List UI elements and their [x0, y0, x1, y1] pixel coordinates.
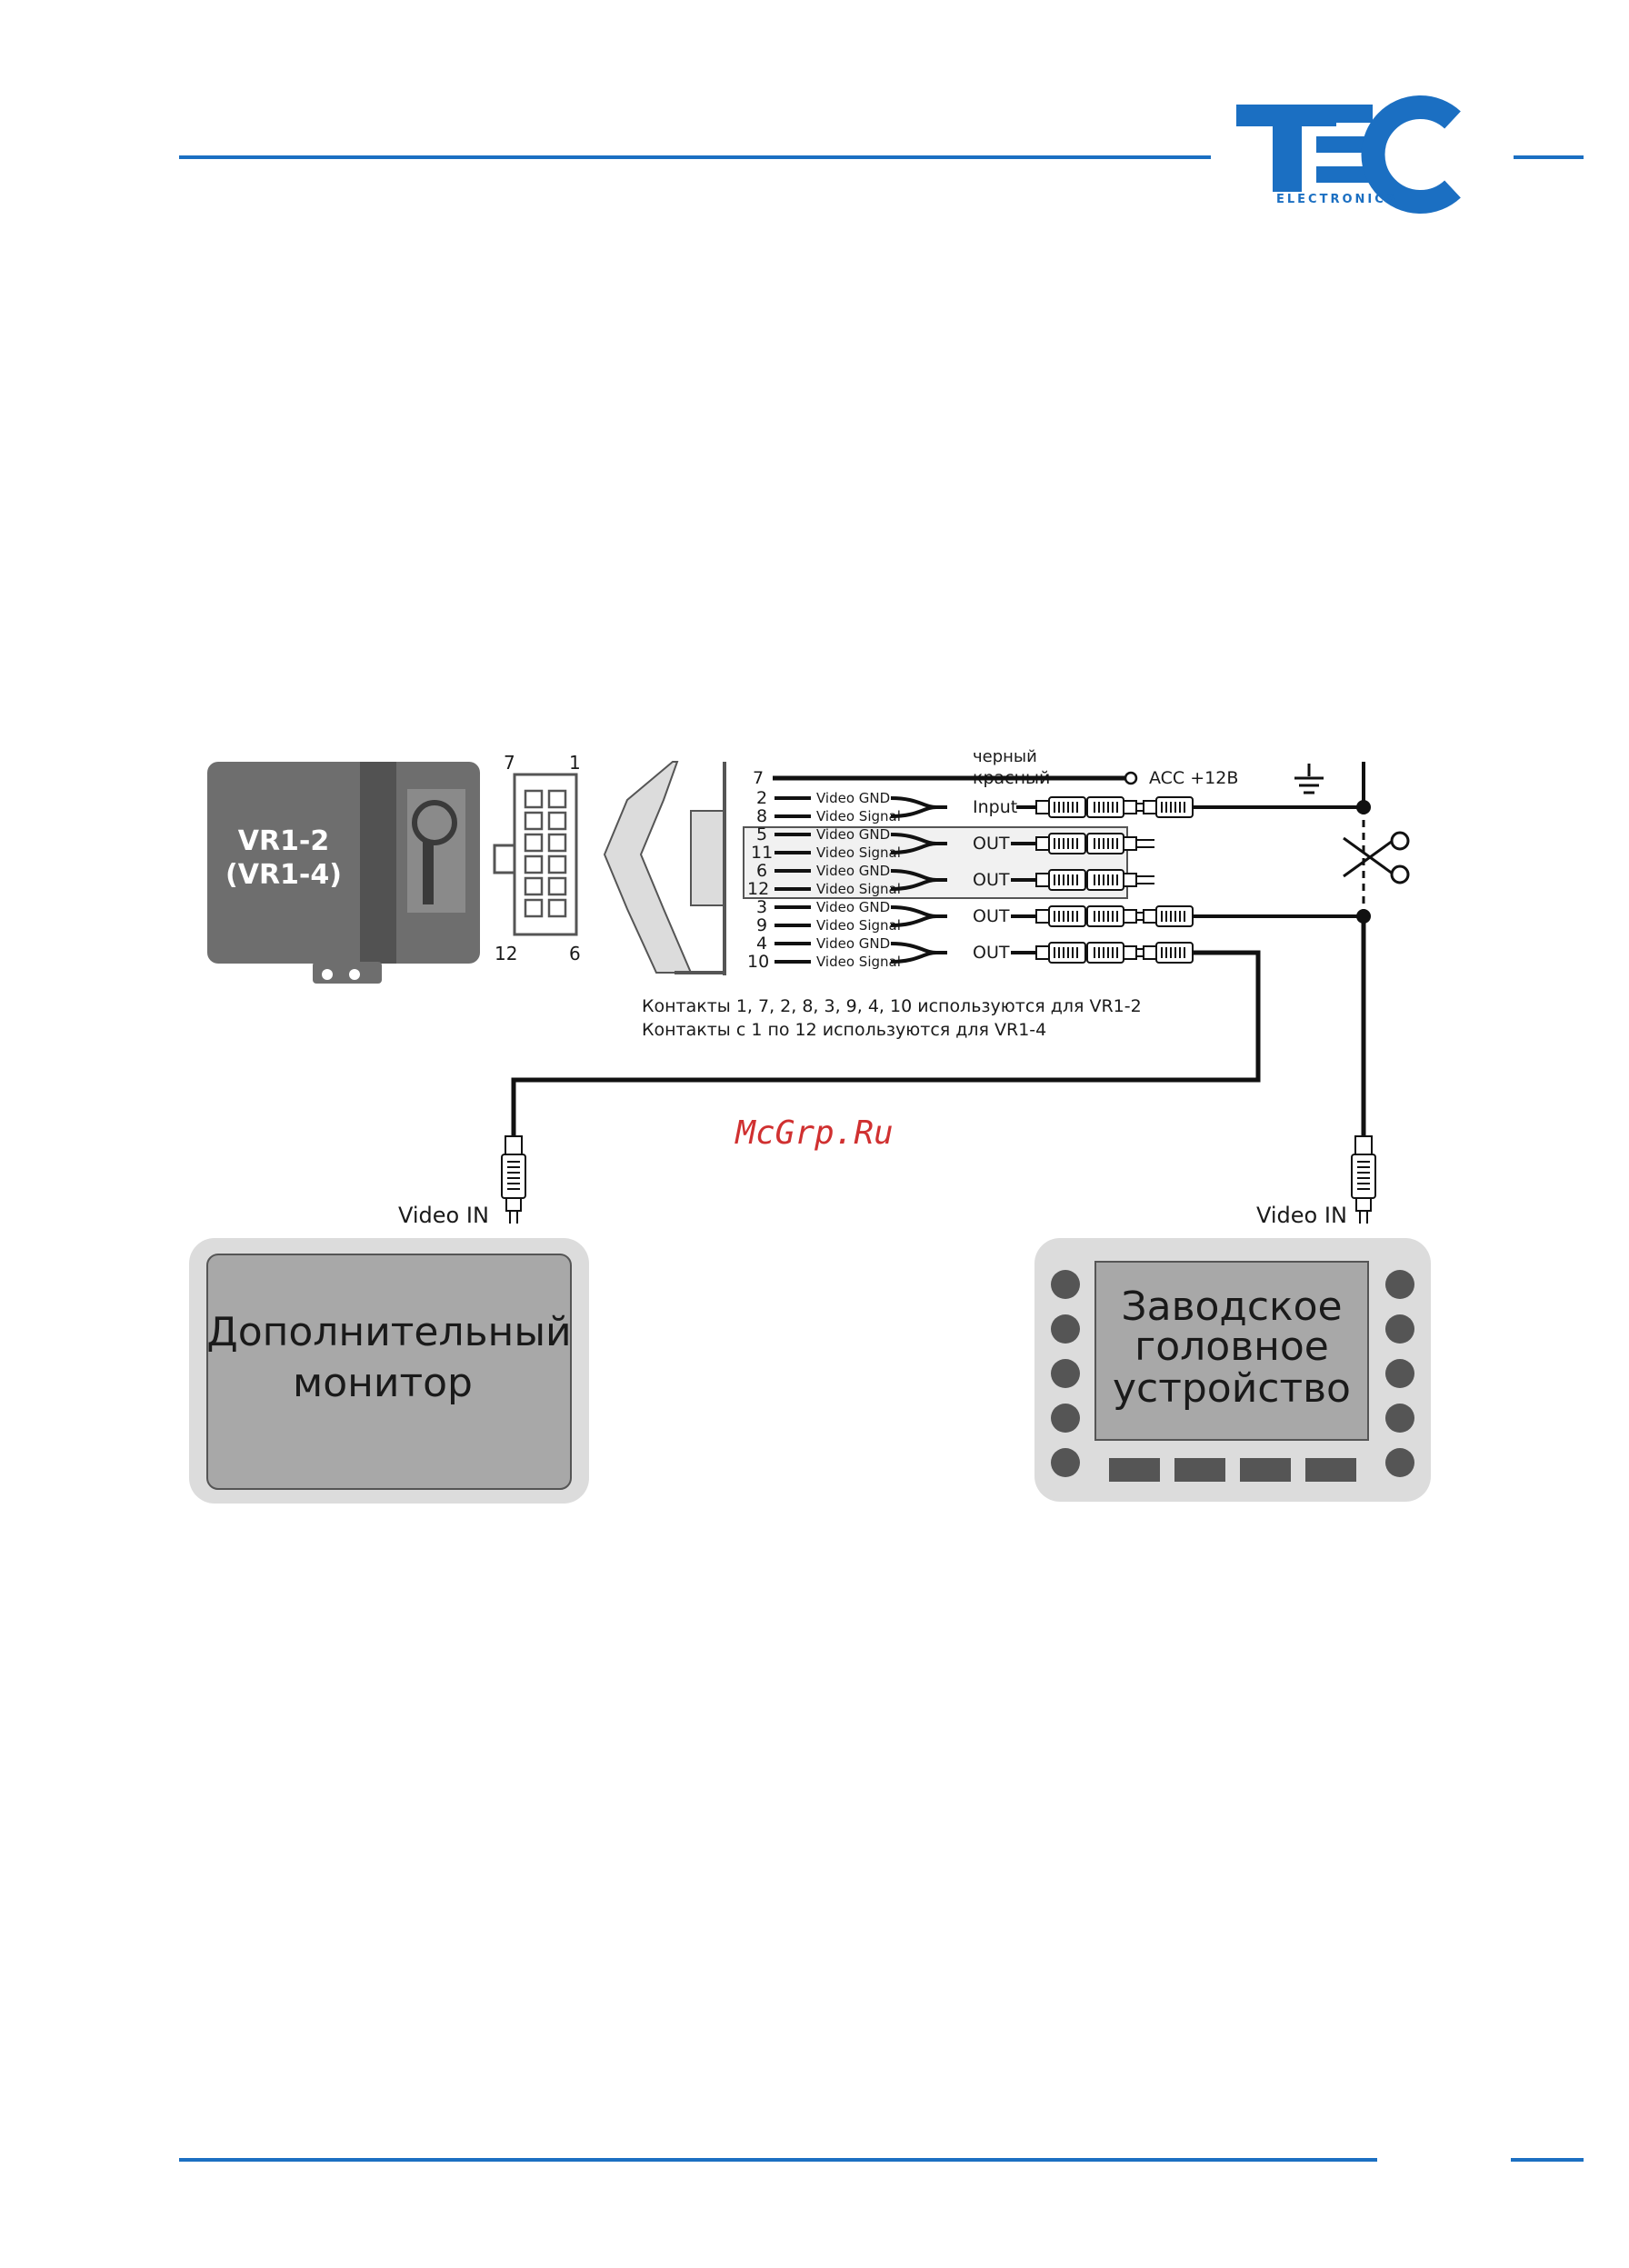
svg-text:Video GND: Video GND: [816, 863, 890, 879]
svg-text:3: 3: [756, 897, 767, 917]
wire-row-2-8: 2 8 Video GND Video Signal Input: [756, 788, 1364, 826]
svg-text:10: 10: [747, 952, 769, 972]
svg-text:2: 2: [756, 788, 767, 808]
vr-module: VR1-2 (VR1-4): [207, 762, 480, 984]
svg-text:4: 4: [756, 934, 767, 954]
module-connector: 7 1 12 6: [493, 752, 581, 964]
factory-head-unit: Заводское головное устройство: [1034, 1238, 1431, 1502]
pin-label-7: 7: [504, 752, 515, 774]
pin-numbers: черный 7 красный ACC +12B 2 8 Video GND …: [511, 747, 1364, 1136]
svg-text:12: 12: [747, 879, 769, 899]
svg-text:OUT: OUT: [973, 834, 1010, 854]
head-unit-line1: Заводское: [1121, 1284, 1342, 1330]
module-alt-name: (VR1-4): [225, 859, 342, 891]
svg-text:Video Signal: Video Signal: [816, 917, 901, 934]
svg-text:Video GND: Video GND: [816, 935, 890, 952]
module-name: VR1-2: [238, 825, 330, 857]
svg-text:8: 8: [756, 806, 767, 826]
left-video-plug: [501, 1135, 526, 1224]
pin-7: 7: [753, 768, 764, 788]
wire-row-6-12: 6 12 Video GND Video Signal OUT: [747, 861, 1155, 899]
pin-label-12: 12: [495, 943, 517, 964]
port-input: Input: [973, 797, 1017, 817]
pin-label-6: 6: [569, 943, 581, 964]
wire-row-3-9: 3 9 Video GND Video Signal OUT: [756, 897, 1364, 935]
svg-text:9: 9: [756, 915, 767, 935]
svg-text:OUT: OUT: [973, 943, 1010, 963]
additional-monitor: Дополнительный монитор: [189, 1238, 589, 1504]
scissors-icon: [1343, 831, 1410, 884]
svg-text:Video Signal: Video Signal: [816, 881, 901, 897]
monitor-name-line2: монитор: [293, 1360, 473, 1406]
head-unit-line3: устройство: [1113, 1365, 1351, 1412]
svg-text:5: 5: [756, 824, 767, 844]
svg-text:OUT: OUT: [973, 870, 1010, 890]
ground-icon: [1294, 764, 1324, 794]
note-vr1-2: Контакты 1, 7, 2, 8, 3, 9, 4, 10 использ…: [642, 996, 1142, 1016]
tec-logo: ELECTRONICS: [1236, 95, 1461, 214]
wire-row-5-11: 5 11 Video GND Video Signal OUT: [751, 824, 1155, 863]
svg-text:Video Signal: Video Signal: [816, 954, 901, 970]
svg-text:OUT: OUT: [973, 906, 1010, 926]
wire-harness: [603, 761, 726, 975]
svg-text:11: 11: [751, 843, 773, 863]
note-vr1-4: Контакты с 1 по 12 используются для VR1-…: [642, 1020, 1046, 1040]
svg-text:Video Signal: Video Signal: [816, 808, 901, 824]
svg-text:Video Signal: Video Signal: [816, 844, 901, 861]
head-unit-line2: головное: [1134, 1324, 1329, 1370]
watermark: McGrp.Ru: [734, 1114, 893, 1152]
wire-row-4-10: 4 10 Video GND Video Signal OUT: [511, 934, 1261, 1136]
right-video-in-label: Video IN: [1256, 1203, 1347, 1228]
pin-label-1: 1: [569, 752, 581, 774]
svg-text:Video GND: Video GND: [816, 790, 890, 806]
partial-top-label: черный: [973, 747, 1037, 766]
right-video-plug: [1351, 1135, 1376, 1224]
monitor-name-line1: Дополнительный: [206, 1309, 571, 1355]
logo-subtitle: ELECTRONICS: [1276, 193, 1397, 206]
svg-text:Video GND: Video GND: [816, 899, 890, 915]
acc-label: ACC +12B: [1149, 768, 1238, 788]
svg-text:6: 6: [756, 861, 767, 881]
left-video-in-label: Video IN: [398, 1203, 489, 1228]
factory-trunk: [1343, 762, 1410, 1136]
svg-text:Video GND: Video GND: [816, 826, 890, 843]
